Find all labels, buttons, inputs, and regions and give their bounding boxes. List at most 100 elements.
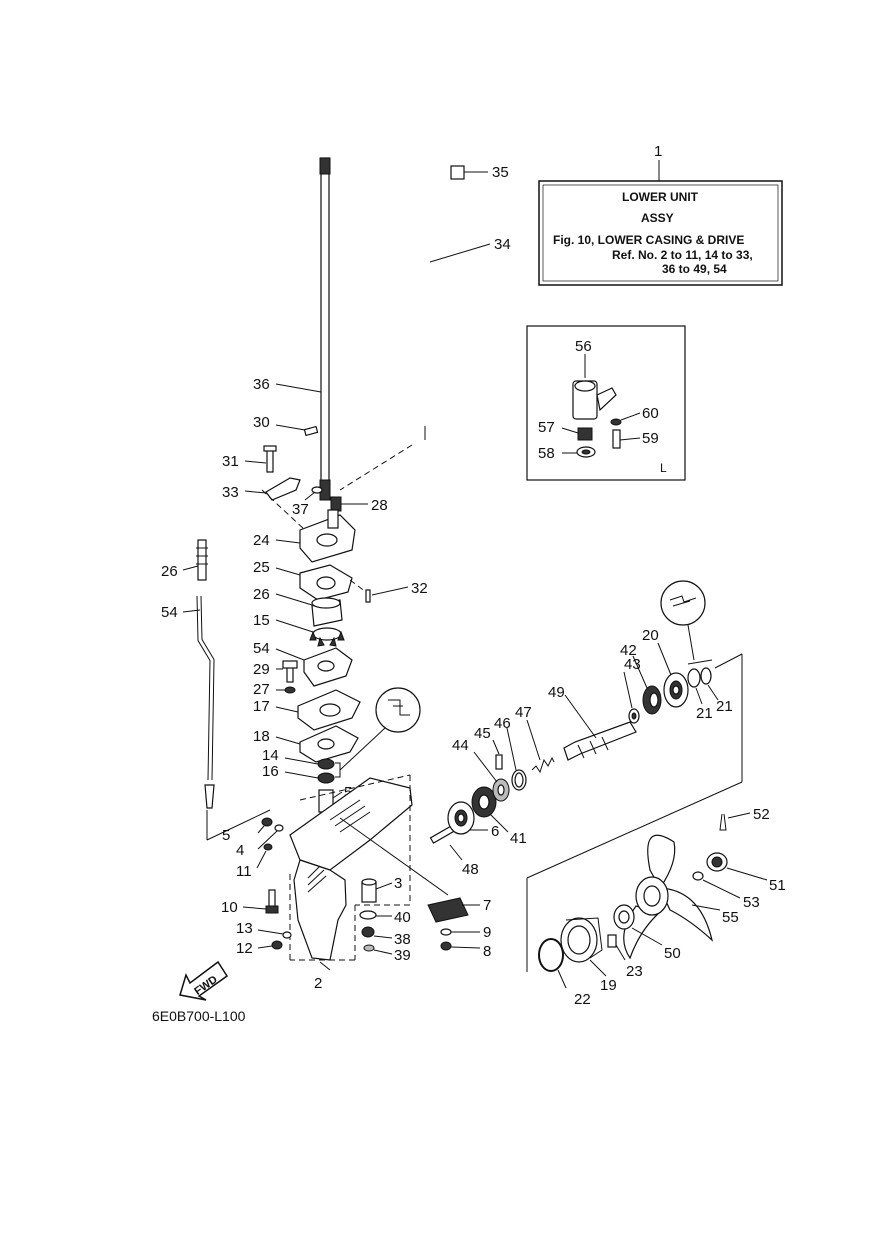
assy-ref-line1: Ref. No. 2 to 11, 14 to 33, — [612, 248, 753, 262]
reverse-gear-icon — [642, 685, 662, 715]
callout-34: 34 — [494, 236, 511, 253]
callout-21a: 21 — [696, 705, 713, 722]
callout-57: 57 — [538, 419, 555, 436]
callout-58: 58 — [538, 445, 555, 462]
callout-20: 20 — [642, 627, 659, 644]
assy-subtitle: ASSY — [641, 211, 674, 225]
callout-46: 46 — [494, 715, 511, 732]
callout-37: 37 — [292, 501, 309, 518]
callout-45: 45 — [474, 725, 491, 742]
callout-40: 40 — [394, 909, 411, 926]
callout-32: 32 — [411, 580, 428, 597]
oil-seals: 14 16 5 — [262, 747, 352, 813]
fwd-arrow-icon: FWD — [179, 960, 229, 1001]
callout-56: 56 — [575, 338, 592, 355]
pump-cover-parts: 29 27 17 18 — [253, 660, 361, 763]
callout-16: 18 — [253, 728, 270, 745]
lower-casing: 2 — [289, 774, 413, 992]
bearing-icon — [447, 801, 475, 835]
inset-box: L 56 60 57 59 58 — [526, 325, 686, 481]
gear-group: 48 6 41 44 45 46 47 — [429, 704, 555, 878]
callout-2: 2 — [314, 975, 322, 992]
callout-14: 17 — [253, 698, 270, 715]
callout-23: 23 — [626, 963, 643, 980]
grease-symbol-icon — [339, 687, 421, 771]
propeller-icon — [623, 834, 714, 960]
callout-15: 26 — [161, 563, 178, 580]
callout-25: 25 — [253, 559, 270, 576]
shift-rod-assembly: 35 34 — [339, 164, 511, 491]
callout-4: 5 — [344, 784, 352, 801]
rear-bearing-icon — [663, 672, 689, 708]
callout-11a: 5 — [222, 827, 230, 844]
callout-22: 22 — [574, 991, 591, 1008]
callout-54: 54 — [161, 604, 178, 621]
drive-shaft: 36 — [253, 157, 331, 501]
left-fasteners: 5 4 11 10 13 12 — [206, 809, 292, 957]
impeller-icon — [309, 627, 345, 647]
callout-48: 48 — [462, 861, 479, 878]
callout-55: 55 — [722, 909, 739, 926]
callout-10b: 13 — [236, 920, 253, 937]
callout-13: 11 — [236, 863, 252, 880]
callout-52: 52 — [753, 806, 770, 823]
callout-1: 1 — [654, 143, 662, 160]
callout-21b: 21 — [716, 698, 733, 715]
callout-8: 8 — [483, 943, 491, 960]
callout-5a: 14 — [262, 747, 279, 764]
callout-3: 3 — [394, 875, 402, 892]
callout-5b: 16 — [262, 763, 279, 780]
inset-label: L — [660, 461, 667, 475]
callout-11b: 12 — [236, 940, 253, 957]
callout-28: 28 — [371, 497, 388, 514]
water-tube-parts: 26 54 — [161, 539, 215, 840]
callout-36: 36 — [253, 376, 270, 393]
callout-33: 33 — [222, 484, 239, 501]
prop-housing-icon — [560, 917, 603, 963]
callout-18: 27 — [253, 681, 270, 698]
callout-49: 49 — [548, 684, 565, 701]
assy-figure-ref: Fig. 10, LOWER CASING & DRIVE — [553, 233, 744, 247]
forward-gear-icon — [471, 786, 497, 818]
grease-symbol-icon — [660, 580, 706, 661]
diagram-code: 6E0B700-L100 — [152, 1008, 246, 1024]
propeller-bracket — [526, 653, 743, 972]
callout-9: 9 — [483, 924, 491, 941]
propeller-group: 52 51 53 55 50 23 19 — [538, 806, 786, 1008]
callout-53: 53 — [743, 894, 760, 911]
callout-41: 41 — [510, 830, 527, 847]
callout-43: 43 — [624, 656, 641, 673]
upper-small-parts: 30 31 33 37 28 — [222, 414, 388, 531]
callout-31: 31 — [222, 453, 239, 470]
dog-clutch-icon — [492, 778, 510, 802]
callout-47: 47 — [515, 704, 532, 721]
callout-17: 29 — [253, 661, 270, 678]
callout-42: 42 — [620, 642, 637, 659]
callout-7: 7 — [483, 897, 491, 914]
assy-reference-box: 1 LOWER UNIT ASSY Fig. 10, LOWER CASING … — [538, 143, 783, 286]
callout-51: 51 — [769, 877, 786, 894]
callout-39: 39 — [394, 947, 411, 964]
callout-29: 15 — [253, 612, 270, 629]
water-pump-upper: 24 25 32 — [253, 509, 428, 603]
callout-27: 54 — [253, 640, 270, 657]
callout-12: 10 — [221, 899, 238, 916]
callout-50: 50 — [664, 945, 681, 962]
callout-44: 44 — [452, 737, 469, 754]
water-pump-lower: 26 15 54 — [253, 586, 353, 687]
callout-19: 19 — [600, 977, 617, 994]
prop-nut-icon — [706, 852, 728, 872]
assy-ref-line2: 36 to 49, 54 — [662, 262, 727, 276]
callout-59: 59 — [642, 430, 659, 447]
callout-38: 38 — [394, 931, 411, 948]
propeller-shaft-group: 49 43 42 20 21 21 — [548, 580, 733, 761]
assy-title: LOWER UNIT — [622, 190, 699, 204]
callout-35: 35 — [492, 164, 509, 181]
callout-24: 24 — [253, 532, 270, 549]
callout-6: 6 — [491, 823, 499, 840]
callout-10a: 4 — [236, 842, 244, 859]
casing-lower-parts: 3 40 38 39 7 9 8 — [339, 817, 491, 964]
callout-60: 60 — [642, 405, 659, 422]
callout-26: 26 — [253, 586, 270, 603]
